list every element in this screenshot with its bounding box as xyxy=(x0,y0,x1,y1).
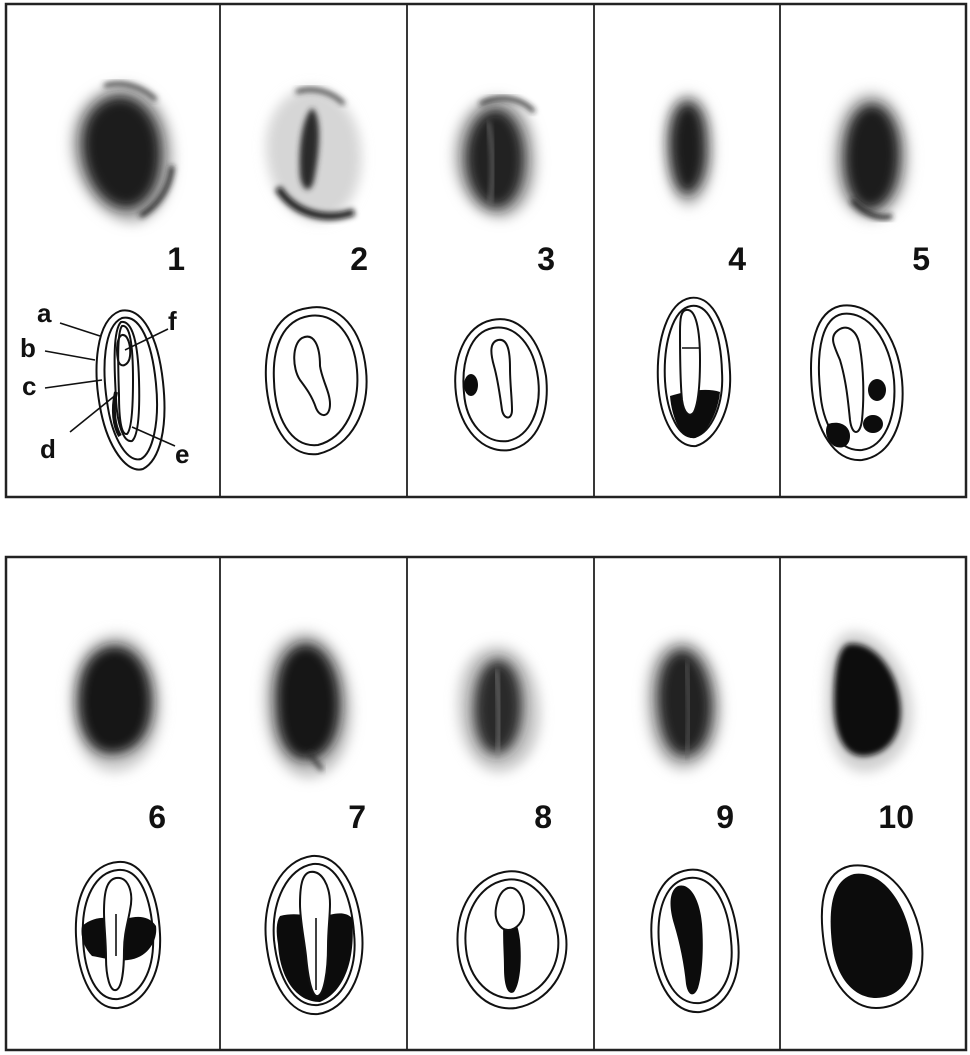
panel-6: 1 6 xyxy=(70,634,166,1008)
photo-9 xyxy=(646,639,722,770)
diagram-5 xyxy=(811,305,903,460)
leader-c xyxy=(45,380,102,388)
panel-number-9: 9 xyxy=(716,799,734,835)
diagram-1 xyxy=(97,310,165,469)
panel-number-10: 10 xyxy=(878,799,914,835)
diagram-3 xyxy=(455,319,547,450)
photo-6 xyxy=(70,634,162,772)
diagram-6 xyxy=(76,862,160,1008)
panel-10: 10 xyxy=(822,632,923,1008)
panel-number-7: 7 xyxy=(348,799,366,835)
photo-5 xyxy=(832,92,910,220)
panel-8: 8 xyxy=(457,646,566,1009)
dark-spot-upper xyxy=(868,379,886,401)
panel-2: 2 xyxy=(266,88,368,455)
photo-7 xyxy=(264,632,352,778)
panel-number-1: 1 xyxy=(167,241,185,277)
panel-number-5: 5 xyxy=(912,241,930,277)
panel-number-2: 2 xyxy=(350,241,368,277)
label-c: c xyxy=(22,371,36,401)
top-row-border xyxy=(6,4,966,497)
panel-4: 4 xyxy=(658,93,746,446)
diagram-10 xyxy=(822,865,923,1008)
label-e: e xyxy=(175,439,189,469)
panel-3: 3 xyxy=(453,97,555,450)
dark-spot-middle xyxy=(863,415,883,433)
panel-number-4: 4 xyxy=(728,241,746,277)
diagram-8 xyxy=(457,871,566,1008)
photo-4 xyxy=(664,93,715,206)
label-d: d xyxy=(40,434,56,464)
top-row-frame xyxy=(6,4,966,497)
leader-e xyxy=(132,427,175,446)
photo-8 xyxy=(458,646,540,772)
panel-5: 5 xyxy=(811,92,930,460)
leader-d xyxy=(70,394,117,432)
panel-number-6-label: 6 xyxy=(148,799,166,835)
diagram-4 xyxy=(658,298,730,446)
dark-spot xyxy=(464,374,478,396)
photo-3 xyxy=(453,97,536,218)
leader-b xyxy=(45,351,95,360)
label-a: a xyxy=(37,298,52,328)
panel-9: 9 xyxy=(646,639,739,1012)
leader-a xyxy=(60,323,100,336)
diagram-7 xyxy=(265,856,362,1014)
panel-1: 1 a b c d e f xyxy=(20,84,189,470)
photo-1 xyxy=(71,84,174,223)
panel-number-8: 8 xyxy=(534,799,552,835)
label-b: b xyxy=(20,333,36,363)
panel-number-3: 3 xyxy=(537,241,555,277)
photo-10 xyxy=(826,632,913,772)
diagram-9 xyxy=(651,870,738,1012)
diagram-2 xyxy=(266,307,367,454)
photo-2 xyxy=(266,88,362,221)
panel-7: 7 xyxy=(264,632,366,1014)
label-f: f xyxy=(168,306,177,336)
